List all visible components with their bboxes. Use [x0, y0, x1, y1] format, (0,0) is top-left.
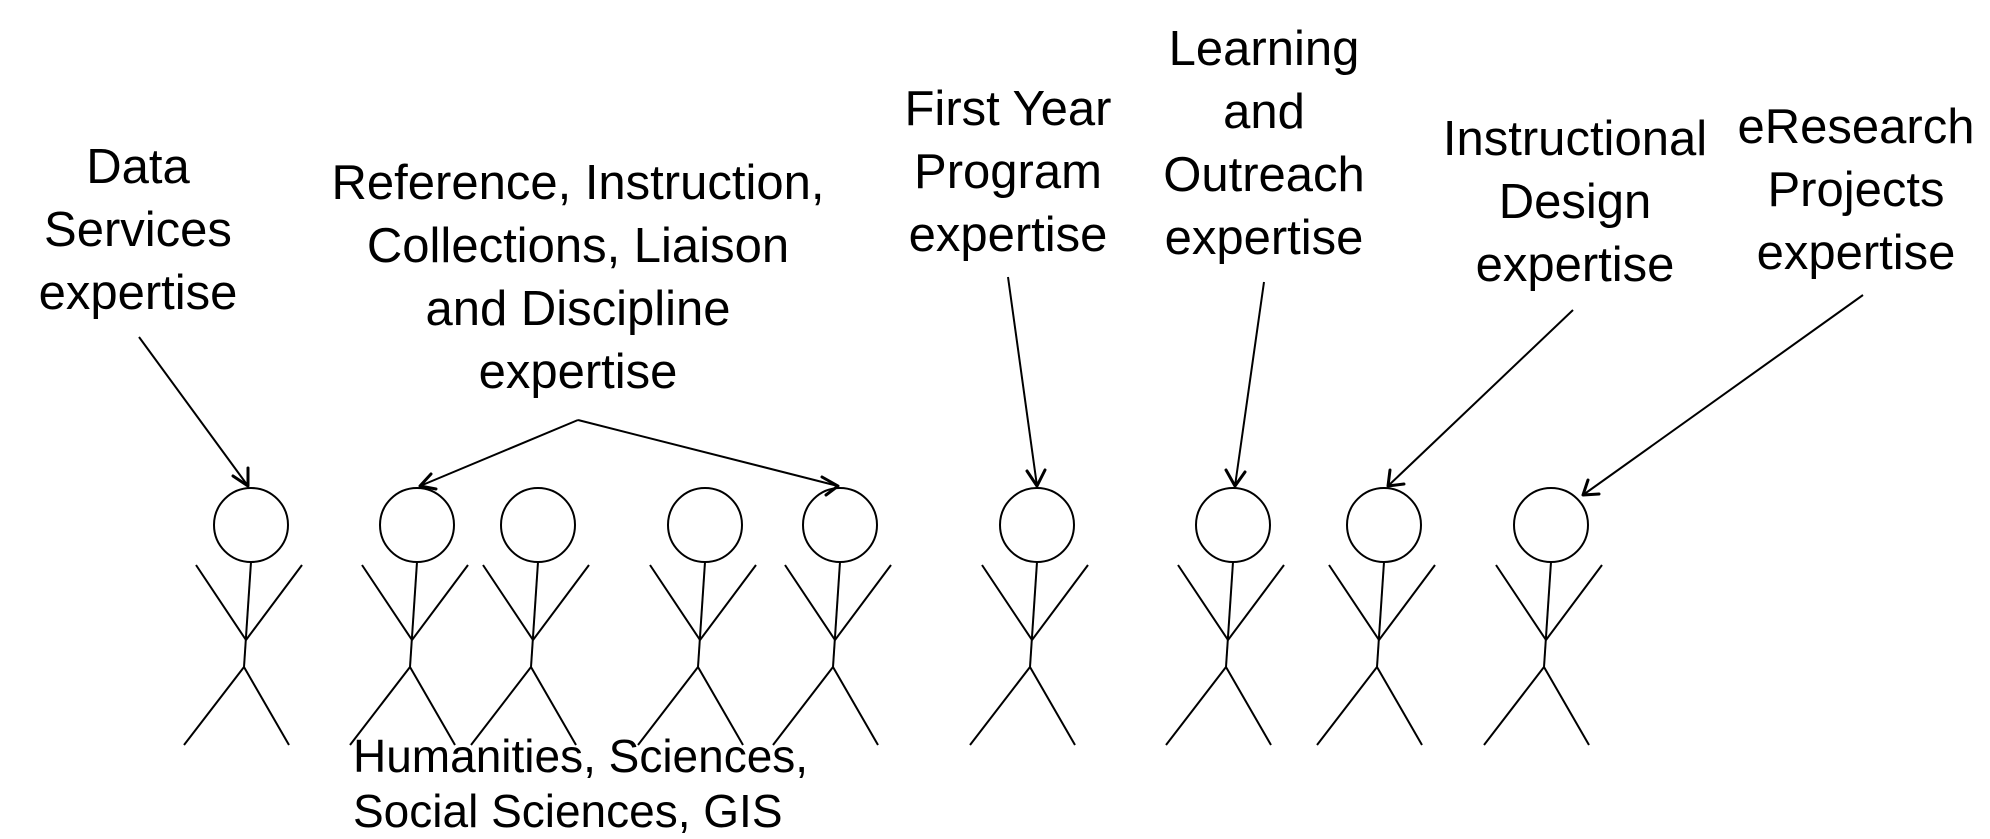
arrow-first-year	[1007, 276, 1047, 488]
stick-figure	[470, 487, 590, 746]
arrow-reference-right	[577, 419, 840, 497]
stick-figure	[349, 487, 469, 746]
arrow-eresearch	[1581, 294, 1864, 497]
instructional-label: Instructional Design expertise	[1442, 112, 1708, 292]
stick-figure	[969, 487, 1089, 746]
arrow-reference-left	[418, 419, 579, 491]
subjects-note: Humanities, Sciences, Social Sciences, G…	[353, 730, 809, 837]
stick-figure	[772, 487, 892, 746]
stick-figure	[637, 487, 757, 746]
figure-head	[213, 487, 289, 563]
figure-head	[1195, 487, 1271, 563]
figure-head	[500, 487, 576, 563]
arrow-instructional	[1386, 309, 1574, 488]
eresearch-label: eResearch Projects expertise	[1737, 100, 1975, 280]
stick-figure	[183, 487, 303, 746]
figure-head	[1513, 487, 1589, 563]
first-year-label: First Year Program expertise	[904, 82, 1112, 262]
data-services-label: Data Services expertise	[38, 140, 238, 320]
arrow-data-services	[138, 336, 250, 488]
stick-figure	[1316, 487, 1436, 746]
figure-head	[379, 487, 455, 563]
figure-head	[999, 487, 1075, 563]
figure-head	[802, 487, 878, 563]
figure-head	[1346, 487, 1422, 563]
arrow-learning	[1224, 281, 1265, 488]
stick-figure	[1165, 487, 1285, 746]
learning-label: Learning and Outreach expertise	[1163, 22, 1365, 265]
stick-figure	[1483, 487, 1603, 746]
reference-label: Reference, Instruction, Collections, Lia…	[331, 156, 825, 399]
figure-head	[667, 487, 743, 563]
